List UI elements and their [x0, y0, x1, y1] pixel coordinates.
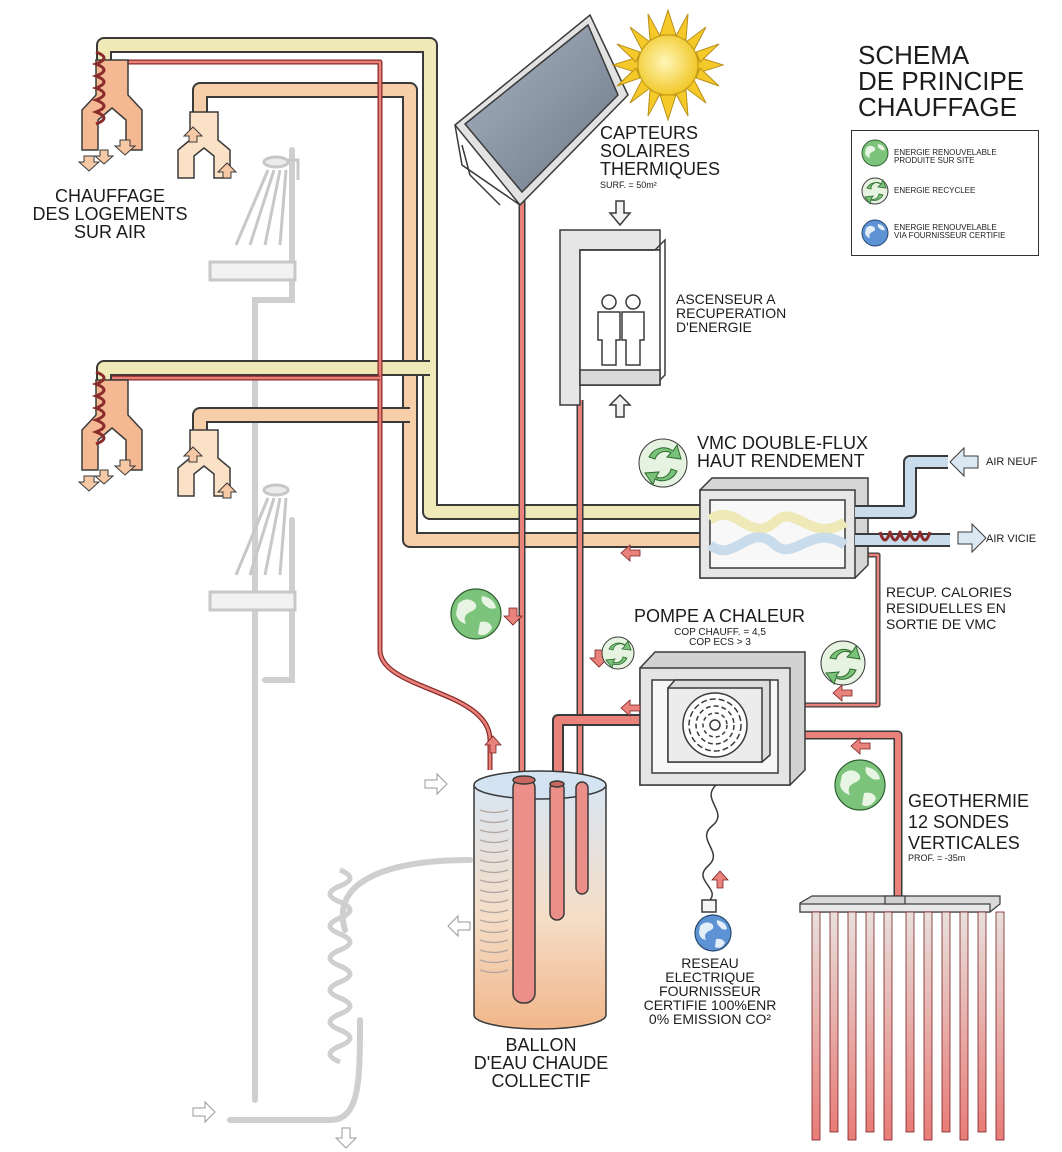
probe-tube [959, 911, 969, 1141]
recycle-icon [601, 636, 635, 670]
recycle-icon [861, 177, 889, 205]
solar-panel [453, 13, 629, 207]
solar-surface-label: SURF. = 50m² [600, 180, 657, 190]
tank-label: BALLON D'EAU CHAUDE COLLECTIF [473, 1035, 609, 1091]
geothermal-probes [799, 895, 1001, 913]
vmc-unit [699, 477, 869, 579]
geothermal-depth-label: PROF. = -35m [908, 853, 966, 863]
shower-lower [208, 483, 297, 612]
grid-label: RESEAU ELECTRIQUE FOURNISSEUR CERTIFIE 1… [643, 955, 777, 1027]
heat-pump-cop-label: COP CHAUFF. = 4,5 COP ECS > 3 [674, 627, 766, 648]
probe-tube [941, 911, 951, 1133]
air-out-label: AIR VICIE [986, 533, 1037, 545]
globe-blue-icon [861, 219, 889, 247]
legend-text: ENERGIE RENOUVELABLE VIA FOURNISSEUR CER… [894, 223, 1006, 240]
air-out-arrow-icon [957, 522, 987, 554]
legend-text: ENERGIE RENOUVELABLE PRODUITE SUR SITE [894, 148, 997, 165]
hot-water-tank [473, 770, 607, 1030]
recycle-icon [820, 640, 866, 686]
coil-cold [327, 867, 353, 1065]
elevator-label: ASCENSEUR A RECUPERATION D'ENERGIE [676, 291, 787, 335]
air-heating-label: CHAUFFAGE DES LOGEMENTS SUR AIR [32, 186, 188, 242]
power-cable [701, 784, 719, 913]
hot-pipes [112, 59, 903, 905]
elevator [559, 200, 666, 418]
probe-tube [847, 911, 857, 1141]
heat-pump-label: POMPE A CHALEUR [634, 606, 806, 626]
air-arrows [77, 126, 238, 499]
geothermal-label: GEOTHERMIE 12 SONDES VERTICALES [908, 791, 1030, 853]
legend-text: ENERGIE RECYCLEE [894, 186, 976, 195]
heat-pump [639, 651, 806, 786]
probe-tube [905, 911, 915, 1133]
legend-row: ENERGIE RENOUVELABLE PRODUITE SUR SITE [852, 135, 1038, 171]
probe-tube [883, 911, 893, 1141]
probe-tube [923, 911, 933, 1141]
diagram-title: SCHEMA DE PRINCIPE CHAUFFAGE [858, 40, 1025, 122]
sun-icon [611, 8, 725, 122]
probe-tube [865, 911, 875, 1133]
legend-row: ENERGIE RECYCLEE [852, 173, 1038, 209]
shower-upper [208, 155, 300, 282]
cold-water-network [227, 147, 473, 1123]
tank-arrows [192, 772, 471, 1149]
solar-label: CAPTEURS SOLAIRES THERMIQUES [600, 123, 721, 179]
probe-array [811, 911, 1005, 1141]
vmc-air-ducts [855, 455, 950, 547]
probe-tube [995, 911, 1005, 1141]
probe-tube [811, 911, 821, 1141]
legend-box: ENERGIE RENOUVELABLE PRODUITE SUR SITE E… [851, 130, 1039, 256]
globe-blue-icon [694, 914, 732, 952]
air-in-label: AIR NEUF [986, 456, 1038, 468]
globe-green-icon [450, 588, 502, 640]
probe-tube [977, 911, 987, 1133]
probe-tube [829, 911, 839, 1133]
air-in-arrow-icon [949, 446, 979, 478]
globe-green-icon [861, 139, 889, 167]
legend-row: ENERGIE RENOUVELABLE VIA FOURNISSEUR CER… [852, 215, 1038, 251]
tank-coil [479, 809, 509, 974]
globe-green-icon [834, 759, 886, 811]
vmc-label: VMC DOUBLE-FLUX HAUT RENDEMENT [697, 433, 869, 471]
air-terminal-lower [81, 370, 231, 497]
recycle-icon [638, 438, 688, 488]
recup-label: RECUP. CALORIES RESIDUELLES EN SORTIE DE… [886, 584, 1012, 632]
